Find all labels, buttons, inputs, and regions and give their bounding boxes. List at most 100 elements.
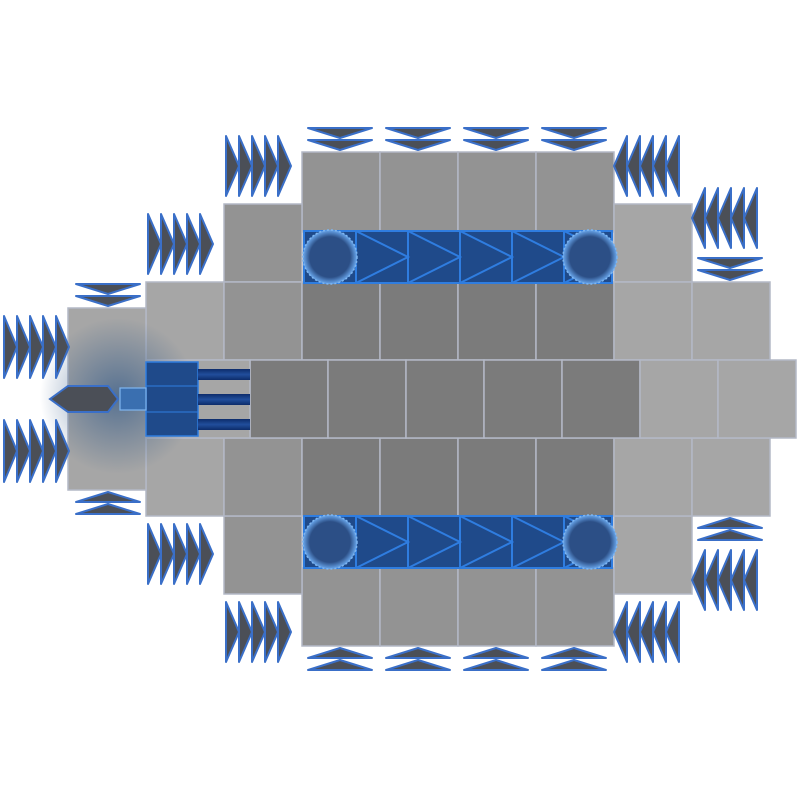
thruster-fin [251, 135, 266, 197]
thruster-fin [697, 257, 763, 269]
thruster-fin [463, 647, 529, 659]
thruster-fin [613, 135, 628, 197]
hull-block [301, 151, 381, 233]
hull-block [457, 437, 537, 517]
hull-block [379, 567, 459, 647]
thruster-fin [652, 135, 667, 197]
thruster-vertical [541, 127, 607, 151]
thruster-horizontal [613, 601, 680, 663]
hull-block [613, 281, 693, 361]
thruster-vertical [75, 491, 141, 515]
hull-block [379, 151, 459, 233]
thruster-fin [3, 315, 18, 379]
thruster-vertical [697, 517, 763, 541]
hull-block [613, 437, 693, 517]
thruster-fin [717, 187, 732, 249]
cannon-tip [48, 385, 120, 413]
thruster-horizontal [225, 601, 292, 663]
thruster-fin [147, 523, 162, 585]
thruster-fin [238, 135, 253, 197]
thruster-horizontal [613, 135, 680, 197]
hull-block [379, 281, 459, 361]
thruster-vertical [385, 647, 451, 671]
hull-block [457, 567, 537, 647]
thruster-fin [307, 139, 373, 151]
hull-block [301, 567, 381, 647]
thruster-fin [697, 517, 763, 529]
thruster-horizontal [147, 523, 214, 585]
thruster-horizontal [3, 315, 70, 379]
thruster-fin [307, 647, 373, 659]
thruster-vertical [463, 647, 529, 671]
hull-block [535, 281, 615, 361]
thruster-fin [307, 659, 373, 671]
thruster-fin [251, 601, 266, 663]
thruster-fin [42, 315, 57, 379]
hull-block [405, 359, 485, 439]
thruster-fin [704, 187, 719, 249]
thruster-fin [277, 135, 292, 197]
thruster-fin [665, 601, 680, 663]
hull-block [535, 437, 615, 517]
hull-block [561, 359, 641, 439]
thrusters [3, 127, 763, 671]
thruster-fin [652, 601, 667, 663]
hull-block [223, 281, 303, 361]
thruster-fin [173, 523, 188, 585]
hull-block [613, 515, 693, 595]
hull-block [639, 359, 719, 439]
hull-block [301, 281, 381, 361]
thruster-fin [704, 549, 719, 611]
hull-block [691, 281, 771, 361]
thruster-fin [743, 187, 758, 249]
thruster-fin [463, 139, 529, 151]
thruster-vertical [75, 283, 141, 307]
thruster-horizontal [3, 419, 70, 483]
hull-block [613, 203, 693, 283]
hull-block [223, 515, 303, 595]
thruster-vertical [385, 127, 451, 151]
hull-block [483, 359, 563, 439]
thruster-fin [730, 187, 745, 249]
thruster-fin [639, 601, 654, 663]
thruster-fin [385, 647, 451, 659]
thruster-fin [541, 647, 607, 659]
thruster-fin [691, 187, 706, 249]
girder-node [562, 229, 618, 285]
thruster-fin [55, 419, 70, 483]
girder-node [302, 514, 358, 570]
hull-block [457, 151, 537, 233]
thruster-fin [238, 601, 253, 663]
thruster-vertical [307, 647, 373, 671]
thruster-fin [264, 601, 279, 663]
thruster-vertical [541, 647, 607, 671]
hull-block [327, 359, 407, 439]
thruster-fin [16, 419, 31, 483]
thruster-fin [173, 213, 188, 275]
cannon-turret [48, 361, 250, 437]
cannon-base [145, 361, 199, 437]
thruster-fin [626, 601, 641, 663]
thruster-fin [613, 601, 628, 663]
thruster-fin [385, 659, 451, 671]
thruster-fin [730, 549, 745, 611]
hull-block [379, 437, 459, 517]
thruster-fin [697, 529, 763, 541]
girder-node [562, 514, 618, 570]
thruster-horizontal [691, 187, 758, 249]
thruster-fin [665, 135, 680, 197]
thruster-fin [186, 523, 201, 585]
thruster-horizontal [691, 549, 758, 611]
thruster-vertical [307, 127, 373, 151]
thruster-fin [225, 135, 240, 197]
thruster-fin [225, 601, 240, 663]
thruster-fin [385, 127, 451, 139]
thruster-fin [16, 315, 31, 379]
thruster-fin [29, 315, 44, 379]
cannon-barrel [198, 419, 250, 430]
thruster-vertical [463, 127, 529, 151]
thruster-fin [541, 127, 607, 139]
thruster-fin [55, 315, 70, 379]
girder-beams [302, 229, 619, 570]
